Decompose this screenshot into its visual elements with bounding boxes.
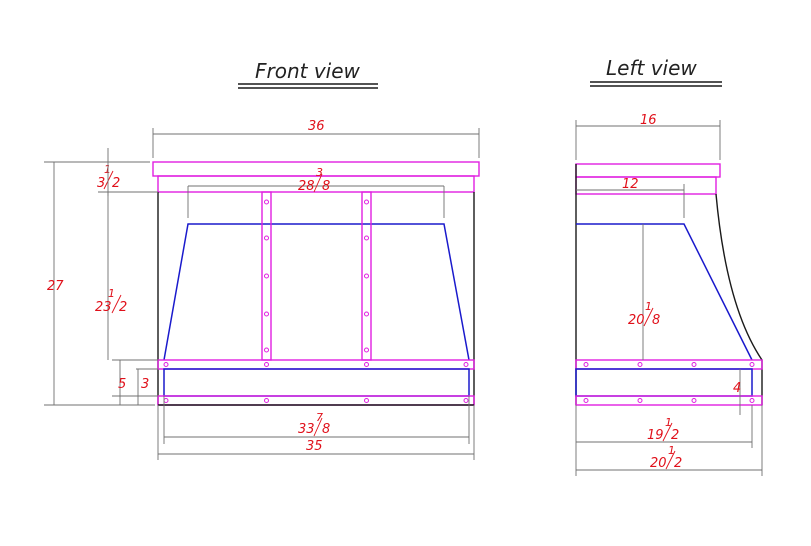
rivet [463, 398, 469, 403]
rivet [463, 362, 469, 367]
fraction-slash [643, 307, 654, 327]
left-curved-front [715, 193, 763, 405]
fraction-slash [313, 417, 323, 437]
fraction-slash [665, 450, 676, 470]
dim-curve-height-den: 8 [652, 313, 660, 328]
front-bottom-trim-band [157, 395, 475, 406]
left-lower-panel [575, 368, 753, 397]
fraction-slash [313, 173, 323, 193]
left-bottom-trim-band [575, 395, 763, 406]
rivet [264, 347, 269, 353]
rivet [637, 362, 643, 367]
rivet [749, 398, 755, 403]
front-lower-panel [163, 368, 470, 397]
dim-inner-depth: 12 [622, 177, 639, 192]
rivet [264, 362, 269, 367]
dim-body-height-main: 23 [95, 300, 112, 315]
dim-overall-depth: 16 [640, 113, 657, 128]
dim-bottom-depth-num: 1 [668, 444, 675, 457]
rivet [691, 362, 697, 367]
rivet [749, 362, 755, 367]
rivet [264, 273, 269, 279]
dim-bottom-depth-den: 2 [674, 456, 682, 471]
dim-top-band-num: 1 [104, 163, 111, 176]
dim-inner-bottom-depth-main: 19 [647, 428, 664, 443]
fraction-slash [662, 422, 673, 442]
rivet [364, 273, 369, 279]
rivet [364, 347, 369, 353]
dim-top-band-main: 3 [97, 176, 105, 191]
dim-inner-bottom-depth-den: 2 [671, 428, 679, 443]
dim-bottom-depth-main: 20 [650, 456, 667, 471]
left-slanted-panel [576, 223, 753, 361]
dim-inner-top-main: 28 [298, 179, 315, 194]
dim-top-band-den: 2 [112, 176, 120, 191]
front-view: 36 3 28 8 1 3 2 27 1 23 2 5 3 [44, 119, 480, 460]
dim-inner-top-num: 3 [316, 166, 323, 179]
rivet [583, 398, 589, 403]
dim-body-height-num: 1 [108, 287, 115, 300]
rivet [364, 398, 369, 403]
rivet [364, 362, 369, 367]
dim-overall-width: 36 [308, 119, 325, 134]
dim-inner-bottom-num: 7 [316, 411, 323, 424]
dim-inner-bottom-depth-num: 1 [665, 416, 672, 429]
rivet [163, 398, 169, 403]
left-crown [575, 163, 721, 178]
dim-total-height: 27 [47, 279, 64, 294]
rivet [637, 398, 643, 403]
front-tapered-panel [163, 223, 470, 361]
front-upper-trim-band [157, 359, 475, 370]
dim-curve-height-main: 20 [628, 313, 645, 328]
front-crown-lower [157, 175, 475, 193]
dim-bottom-width: 35 [306, 439, 323, 454]
rivet [264, 398, 269, 403]
left-upper-trim-band [575, 359, 763, 370]
dim-inner-bottom-main: 33 [298, 422, 315, 437]
dim-body-height-den: 2 [119, 300, 127, 315]
dim-bottom-band: 5 [118, 377, 126, 392]
left-view-title: Left view [606, 56, 697, 80]
fraction-slash [111, 294, 122, 314]
left-view: 16 12 1 20 8 4 1 19 2 1 20 2 [575, 113, 763, 476]
dim-inner-bottom-den: 8 [322, 422, 330, 437]
rivet [691, 398, 697, 403]
dim-trim-height: 4 [733, 381, 741, 396]
dim-curve-height-num: 1 [645, 300, 652, 313]
rivet [163, 362, 169, 367]
dim-bottom-trim: 3 [141, 377, 149, 392]
front-view-title: Front view [255, 59, 361, 83]
dim-inner-top-den: 8 [322, 179, 330, 194]
left-crown-lower [575, 176, 717, 195]
rivet [264, 199, 269, 205]
rivet [364, 311, 369, 317]
rivet [364, 199, 369, 205]
rivet [264, 311, 269, 317]
rivet [264, 235, 269, 241]
rivet [364, 235, 369, 241]
fraction-slash [103, 170, 114, 190]
rivet [583, 362, 589, 367]
